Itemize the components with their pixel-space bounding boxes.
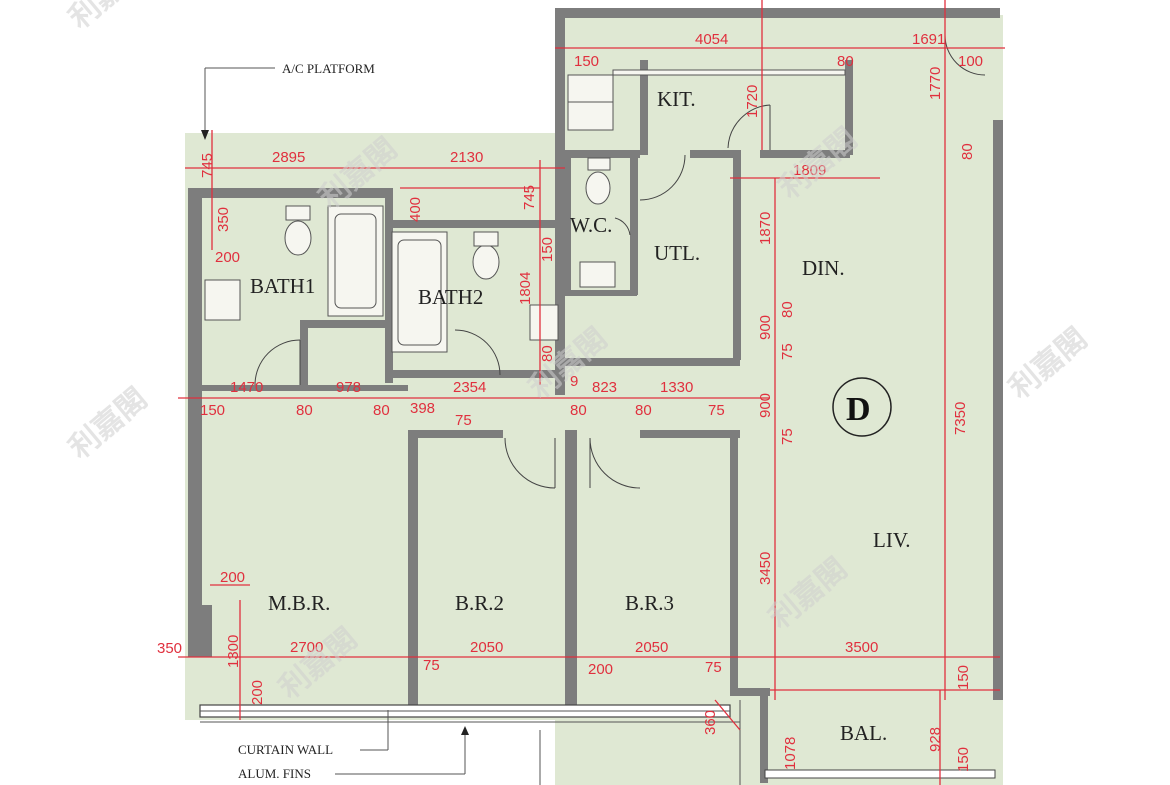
dim-900: 900 xyxy=(757,315,774,340)
dim-150: 150 xyxy=(574,53,599,70)
note-curtain-wall: CURTAIN WALL xyxy=(238,742,333,757)
room-bath2-label: BATH2 xyxy=(418,285,483,309)
note-ac-platform: A/C PLATFORM xyxy=(282,61,375,76)
dim-80: 80 xyxy=(959,143,976,160)
dim-1330: 1330 xyxy=(660,379,693,396)
room-living-label: LIV. xyxy=(873,528,911,552)
room-bath1-label: BATH1 xyxy=(250,274,315,298)
room-bedroom2-label: B.R.2 xyxy=(455,591,504,615)
dim-350: 350 xyxy=(215,207,232,232)
dim-400: 400 xyxy=(407,197,424,222)
dim-4054: 4054 xyxy=(695,31,728,48)
dim-200: 200 xyxy=(220,569,245,586)
dim-150: 150 xyxy=(539,237,556,262)
dim-745: 745 xyxy=(199,153,216,178)
dim-200: 200 xyxy=(588,661,613,678)
dim-75: 75 xyxy=(423,657,440,674)
dim-100: 100 xyxy=(958,53,983,70)
dim-1809: 1809 xyxy=(793,162,826,179)
dim-2354: 2354 xyxy=(453,379,486,396)
dim-150: 150 xyxy=(955,665,972,690)
dim-150: 150 xyxy=(955,747,972,772)
dimension-labels: 4054 1691 150 80 100 1720 1770 80 1809 7… xyxy=(157,31,983,772)
dim-3450: 3450 xyxy=(757,552,774,585)
dim-745: 745 xyxy=(521,185,538,210)
dim-360: 360 xyxy=(702,710,719,735)
dim-9: 9 xyxy=(570,373,578,390)
watermark: 利嘉閣 xyxy=(1003,322,1093,405)
dim-900: 900 xyxy=(757,393,774,418)
dim-75: 75 xyxy=(455,412,472,429)
dim-7350: 7350 xyxy=(952,402,969,435)
curtain-wall xyxy=(199,700,996,785)
room-dining-label: DIN. xyxy=(802,256,845,280)
annotations: A/C PLATFORM CURTAIN WALL ALUM. FINS xyxy=(201,61,541,785)
dim-2050: 2050 xyxy=(635,639,668,656)
watermark: 利嘉閣 xyxy=(63,0,153,35)
room-wc-label: W.C. xyxy=(570,213,612,237)
room-balcony-label: BAL. xyxy=(840,721,887,745)
dim-1770: 1770 xyxy=(927,67,944,100)
dim-1691: 1691 xyxy=(912,31,945,48)
dim-200: 200 xyxy=(215,249,240,266)
dim-75: 75 xyxy=(779,428,796,445)
watermark: 利嘉閣 xyxy=(63,382,153,465)
dim-2895: 2895 xyxy=(272,149,305,166)
walls xyxy=(188,8,1003,783)
note-alum-fins: ALUM. FINS xyxy=(238,766,311,781)
dim-1870: 1870 xyxy=(757,212,774,245)
dim-80: 80 xyxy=(570,402,587,419)
unit-letter: D xyxy=(846,391,871,428)
dim-75: 75 xyxy=(708,402,725,419)
dim-75: 75 xyxy=(779,343,796,360)
room-utility-label: UTL. xyxy=(654,241,700,265)
room-bedroom3-label: B.R.3 xyxy=(625,591,674,615)
dim-823: 823 xyxy=(592,379,617,396)
dim-150: 150 xyxy=(200,402,225,419)
dim-1300: 1300 xyxy=(225,635,242,668)
dim-1720: 1720 xyxy=(744,85,761,118)
room-kitchen-label: KIT. xyxy=(657,87,696,111)
dim-1804: 1804 xyxy=(517,272,534,305)
room-master-bedroom-label: M.B.R. xyxy=(268,591,330,615)
unit-marker: D xyxy=(832,377,892,437)
fixtures xyxy=(204,69,846,353)
dim-80: 80 xyxy=(539,345,556,362)
dim-80: 80 xyxy=(373,402,390,419)
dim-350: 350 xyxy=(157,640,182,657)
dim-80: 80 xyxy=(779,301,796,318)
dim-80: 80 xyxy=(837,53,854,70)
dim-978: 978 xyxy=(336,379,361,396)
dim-200: 200 xyxy=(249,680,266,705)
dimension-lines xyxy=(178,0,1005,785)
dim-928: 928 xyxy=(927,727,944,752)
dim-2050: 2050 xyxy=(470,639,503,656)
dim-398: 398 xyxy=(410,400,435,417)
dim-1078: 1078 xyxy=(782,737,799,770)
dim-2130: 2130 xyxy=(450,149,483,166)
dim-80: 80 xyxy=(296,402,313,419)
dim-1470: 1470 xyxy=(230,379,263,396)
room-labels: KIT. W.C. UTL. DIN. BATH1 BATH2 LIV. M.B… xyxy=(250,87,911,745)
dim-75: 75 xyxy=(705,659,722,676)
dim-3500: 3500 xyxy=(845,639,878,656)
dim-80: 80 xyxy=(635,402,652,419)
dim-2700: 2700 xyxy=(290,639,323,656)
